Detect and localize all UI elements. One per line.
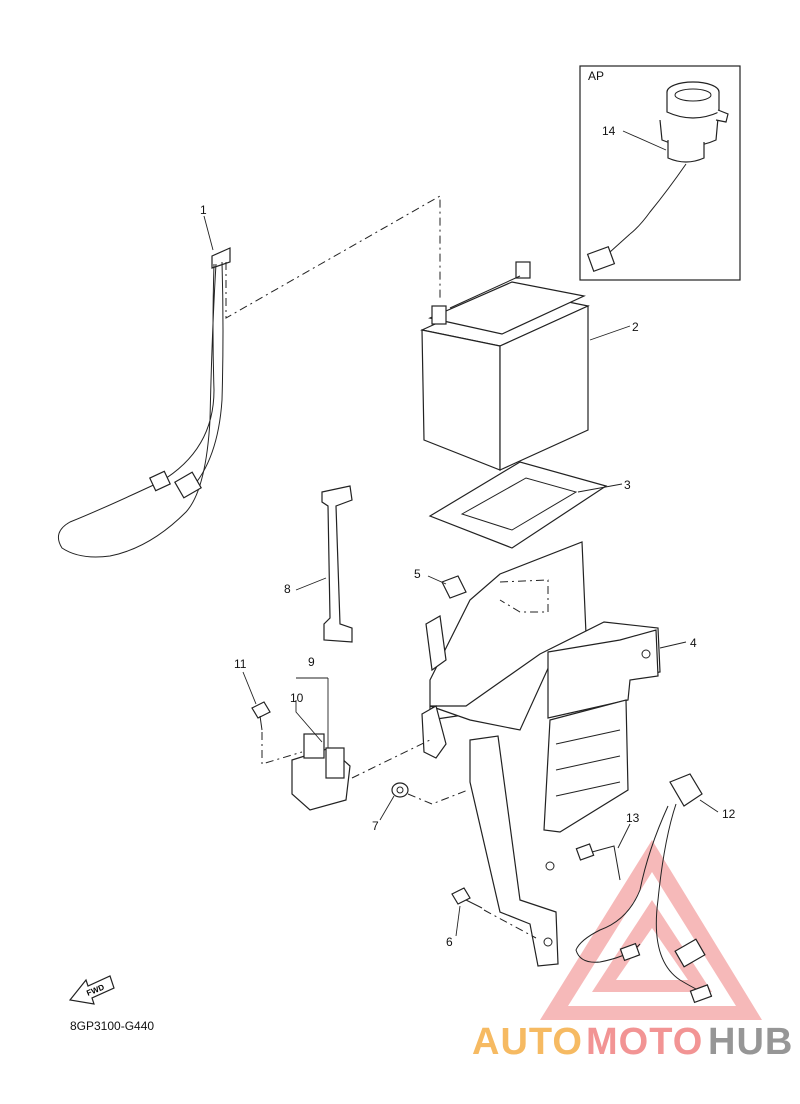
callout-14: 14 <box>602 124 616 138</box>
callout-11: 11 <box>234 657 247 671</box>
rubber-cap-icon <box>441 575 467 599</box>
power-socket-icon <box>586 81 729 272</box>
callout-5: 5 <box>414 567 421 581</box>
bolt-6-icon <box>451 887 483 937</box>
inset-label: AP <box>588 69 604 83</box>
sub-harness-icon <box>575 773 719 1004</box>
callout-8: 8 <box>284 582 291 596</box>
bolt-11-line <box>261 732 303 765</box>
battery-pad-icon <box>428 461 608 549</box>
callout-10: 10 <box>290 691 304 705</box>
watermark-text: AUTO MOTO HUB <box>472 1021 793 1063</box>
callout-4: 4 <box>690 636 697 650</box>
callout-3: 3 <box>624 478 631 492</box>
nut-line <box>407 789 469 805</box>
callout-12: 12 <box>722 807 736 821</box>
wire-lead-icon <box>575 823 631 881</box>
relay-mount-line <box>351 739 431 779</box>
callout-1: 1 <box>200 203 207 217</box>
callout-9: 9 <box>308 655 315 669</box>
starter-relay-icon <box>291 677 351 811</box>
terminal-connection-line <box>225 195 441 319</box>
callout-2: 2 <box>632 320 639 334</box>
nut-icon <box>379 782 409 821</box>
watermark-logo-icon <box>540 840 762 1020</box>
callout-6: 6 <box>446 935 453 949</box>
battery-harness-icon <box>57 215 231 558</box>
watermark-part2: MOTO <box>586 1021 703 1063</box>
fwd-arrow-icon: FWD <box>68 975 115 1005</box>
battery-bracket-icon <box>421 541 661 967</box>
battery-icon <box>420 261 590 471</box>
bolt-6-line <box>483 909 537 939</box>
watermark-part1: AUTO <box>472 1021 583 1063</box>
callout-7: 7 <box>372 819 379 833</box>
battery-strap-icon <box>321 485 353 643</box>
drawing-code: 8GP3100-G440 <box>70 1019 154 1033</box>
bolt-11-icon <box>242 671 271 731</box>
accessory-inset: AP 14 <box>579 65 741 281</box>
callout-13: 13 <box>626 811 640 825</box>
watermark-part3: HUB <box>708 1021 793 1063</box>
